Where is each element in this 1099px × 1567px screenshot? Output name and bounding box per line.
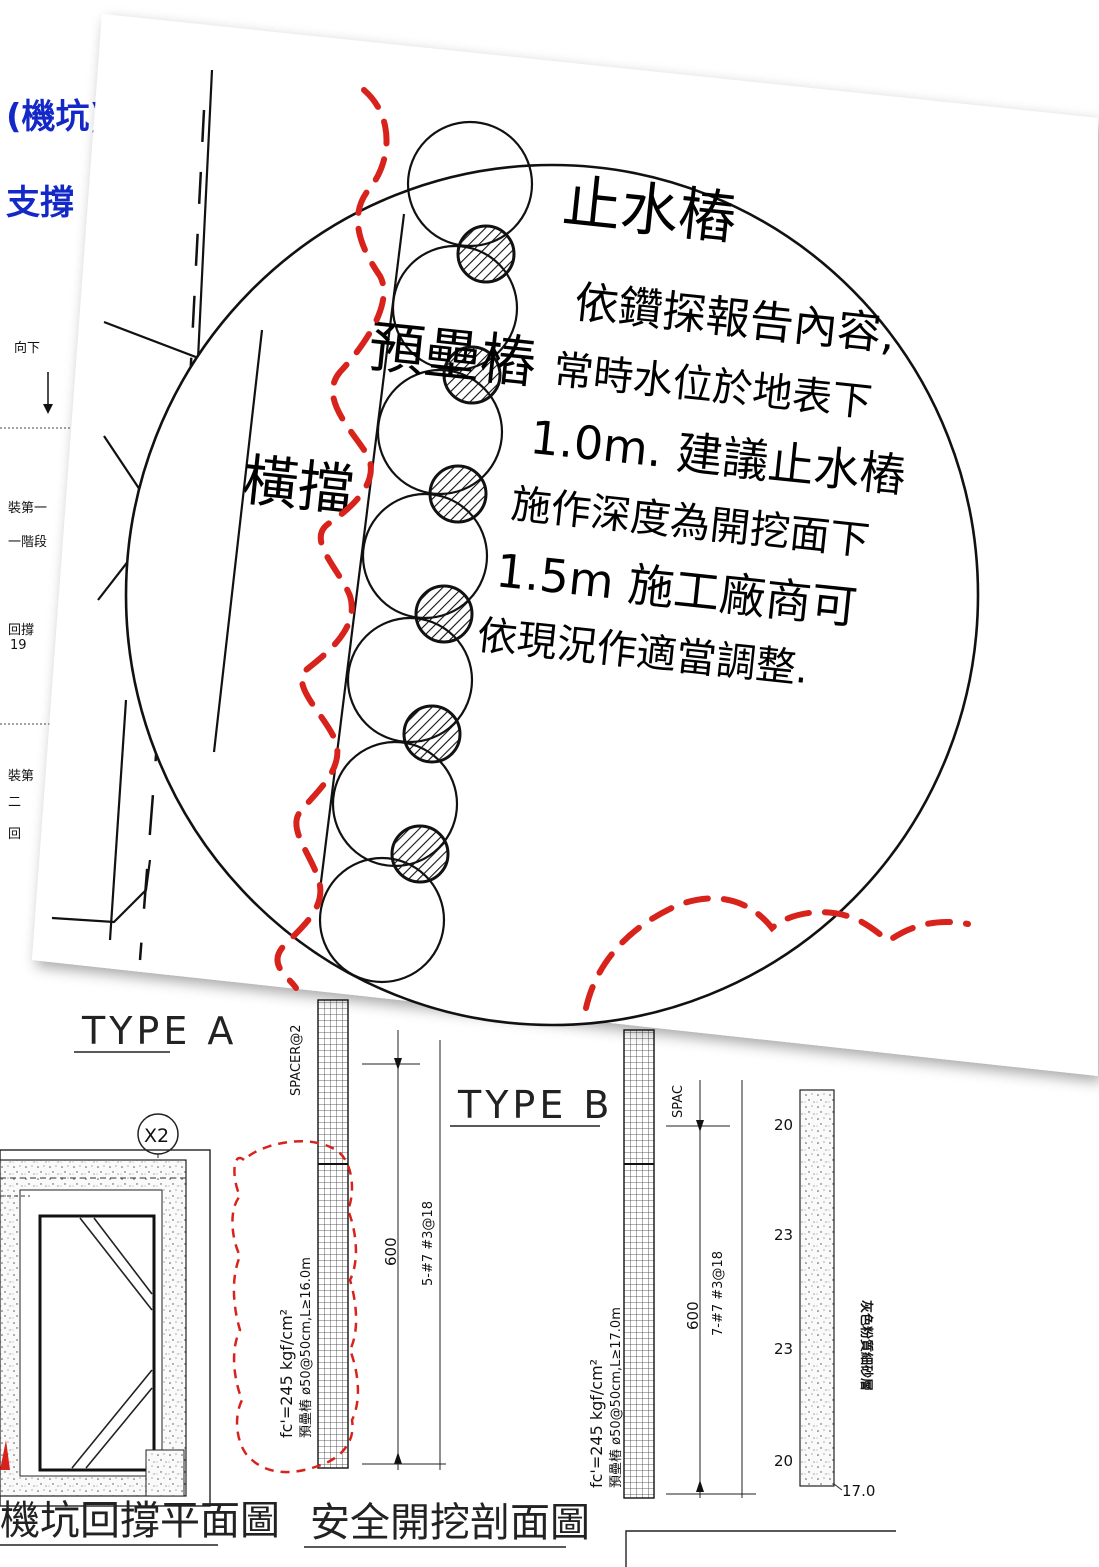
markup-cloud-main xyxy=(274,87,390,991)
markup-cloud-bottom xyxy=(583,895,971,1011)
fragment-f6: 回 xyxy=(8,827,21,842)
depth-1: 20 xyxy=(774,1116,793,1134)
dim-a: 600 xyxy=(382,1237,400,1266)
fragment-f3: 回撐 xyxy=(8,623,34,638)
spacer-b-label: SPAC xyxy=(671,1085,686,1118)
label-waler: 橫擋 xyxy=(239,448,357,524)
section-view: SPACER@2 600 5-#7 #3@18 fc'=245 kgf/cm² … xyxy=(231,999,896,1567)
soil-layer-column xyxy=(799,1089,835,1487)
title-line2: 支撐 xyxy=(6,183,74,223)
pile-a-column xyxy=(317,999,349,1469)
pile-b-column xyxy=(623,1029,655,1499)
section-title: 安全開挖剖面圖 xyxy=(310,1500,590,1546)
grid-marker-label: X2 xyxy=(144,1125,169,1147)
plan-view: TYPE A X2 機坑回撐平面圖 xyxy=(0,1009,280,1546)
bottom-depth: 17.0 xyxy=(842,1482,875,1500)
cutoff-pile-row xyxy=(390,224,516,884)
fragment-f1: 裝第一 xyxy=(8,501,47,516)
markup-cloud-a xyxy=(231,1139,360,1474)
plan-title: 機坑回撐平面圖 xyxy=(0,1498,280,1544)
dim-b: 600 xyxy=(684,1301,702,1330)
title-line1: (機坑) xyxy=(6,97,105,137)
rebar-a: 5-#7 #3@18 xyxy=(421,1201,436,1286)
depth-2: 23 xyxy=(774,1226,793,1244)
fragment-top: 向下 xyxy=(14,340,40,356)
pile-b-line2: 預壘樁 ø50@50cm,L≥17.0m xyxy=(609,1307,624,1488)
rebar-b: 7-#7 #3@18 xyxy=(711,1251,726,1336)
pile-a-line2: 預壘樁 ø50@50cm,L≥16.0m xyxy=(299,1257,314,1438)
left-drawing-fragments: 向下 裝第一 一階段 回撐 19 裝第 二 回 xyxy=(0,340,70,842)
depth-4: 20 xyxy=(774,1452,793,1470)
fragment-f3b: 19 xyxy=(10,638,27,653)
soil-layer-label: 灰色粉質細砂層 xyxy=(858,1300,874,1391)
fragment-f5: 二 xyxy=(8,795,21,810)
spacer-a-label: SPACER@2 xyxy=(289,1024,304,1096)
fragment-f2: 一階段 xyxy=(8,535,47,550)
pile-b-line1: fc'=245 kgf/cm² xyxy=(587,1359,606,1488)
type-a-label: TYPE A xyxy=(81,1009,237,1053)
background-slide: (機坑) 支撐 向下 裝第一 一階段 回撐 19 裝第 二 回 TYPE A X… xyxy=(0,97,896,1567)
type-b-label: TYPE B xyxy=(457,1083,614,1127)
pile-a-line1: fc'=245 kgf/cm² xyxy=(277,1309,296,1438)
depth-3: 23 xyxy=(774,1340,793,1358)
fragment-f4: 裝第 xyxy=(8,769,34,784)
zoom-detail-panel: 止水樁 預壘樁 橫擋 依鑽探報告內容, 常時水位於地表下 1.0m. 建議止水樁… xyxy=(32,14,1098,1076)
detail-circle xyxy=(124,163,980,1027)
